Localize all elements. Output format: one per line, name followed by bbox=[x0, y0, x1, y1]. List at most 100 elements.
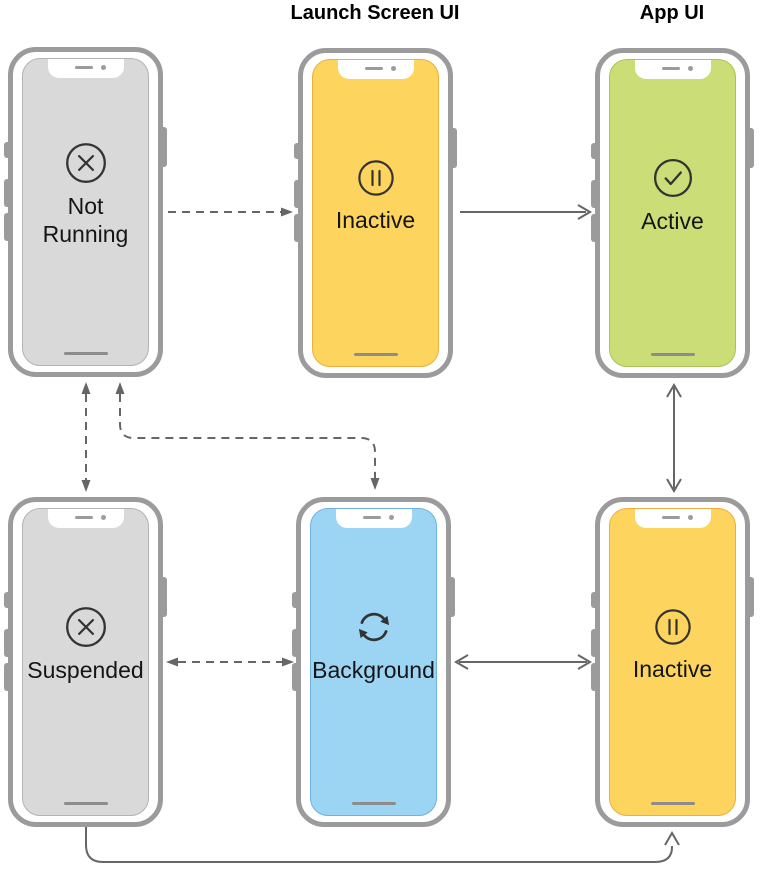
volume-down-button bbox=[294, 214, 299, 242]
phone-inactive-top: Inactive bbox=[294, 48, 457, 378]
phone-screen: Active bbox=[609, 59, 736, 367]
header-launch-screen-ui: Launch Screen UI bbox=[290, 2, 460, 24]
power-button bbox=[162, 127, 167, 167]
arrowhead bbox=[370, 478, 380, 490]
arrowhead bbox=[666, 478, 682, 493]
phone-screen: Suspended bbox=[22, 508, 149, 816]
cross-circle-icon bbox=[65, 142, 106, 183]
phone-suspended: Suspended bbox=[4, 497, 167, 827]
volume-up-button bbox=[292, 629, 297, 657]
phone-frame: Suspended bbox=[8, 497, 163, 827]
state-label: Active bbox=[641, 207, 704, 234]
phone-screen: Background bbox=[310, 508, 437, 816]
volume-down-button bbox=[591, 214, 596, 242]
home-indicator bbox=[63, 352, 108, 355]
mute-switch bbox=[591, 143, 596, 159]
home-indicator bbox=[63, 802, 108, 805]
speaker-slit bbox=[364, 67, 383, 70]
phone-frame: Active bbox=[595, 48, 750, 378]
speaker-slit bbox=[661, 516, 680, 519]
notch bbox=[335, 509, 412, 528]
phone-screen: Inactive bbox=[609, 508, 736, 816]
power-button bbox=[749, 128, 754, 168]
state-label: Not Running bbox=[42, 192, 129, 247]
home-indicator bbox=[650, 802, 695, 805]
volume-up-button bbox=[4, 629, 9, 657]
home-indicator bbox=[353, 353, 398, 356]
state-content: Not Running bbox=[23, 59, 148, 365]
arrow-not-running-background bbox=[119, 394, 376, 478]
power-button bbox=[162, 577, 167, 617]
mute-switch bbox=[292, 592, 297, 608]
camera-dot bbox=[687, 515, 693, 520]
state-content: Suspended bbox=[23, 509, 148, 815]
check-circle-icon bbox=[653, 158, 692, 197]
camera-dot bbox=[100, 65, 106, 70]
notch bbox=[47, 59, 124, 78]
volume-down-button bbox=[591, 663, 596, 691]
volume-down-button bbox=[4, 213, 9, 241]
header-app-ui: App UI bbox=[639, 2, 705, 24]
camera-dot bbox=[687, 66, 693, 71]
notch bbox=[634, 509, 711, 528]
home-indicator bbox=[351, 802, 396, 805]
speaker-slit bbox=[661, 67, 680, 70]
volume-down-button bbox=[292, 663, 297, 691]
arrowhead bbox=[454, 654, 469, 670]
phone-frame: Inactive bbox=[595, 497, 750, 827]
arrowhead bbox=[166, 657, 178, 667]
state-content: Active bbox=[610, 60, 735, 366]
phone-inactive-bottom: Inactive bbox=[591, 497, 754, 827]
arrowhead bbox=[666, 383, 682, 398]
state-content: Inactive bbox=[610, 509, 735, 815]
phone-background: Background bbox=[292, 497, 455, 827]
volume-down-button bbox=[4, 663, 9, 691]
arrowhead bbox=[81, 382, 91, 394]
speaker-slit bbox=[362, 516, 381, 519]
arrow-suspended-to-inactive bbox=[85, 826, 673, 863]
arrowhead bbox=[577, 204, 592, 220]
pause-circle-icon bbox=[654, 608, 691, 645]
phone-frame: Not Running bbox=[8, 47, 163, 377]
speaker-slit bbox=[74, 66, 93, 69]
phone-frame: Background bbox=[296, 497, 451, 827]
cross-circle-icon bbox=[65, 606, 106, 647]
mute-switch bbox=[4, 142, 9, 158]
camera-dot bbox=[100, 515, 106, 520]
pause-circle-icon bbox=[357, 159, 394, 196]
phone-screen: Not Running bbox=[22, 58, 149, 366]
state-label: Background bbox=[312, 656, 435, 683]
power-button bbox=[749, 577, 754, 617]
state-content: Background bbox=[311, 509, 436, 815]
state-label: Inactive bbox=[632, 655, 713, 682]
arrowhead bbox=[281, 207, 293, 217]
state-label: Suspended bbox=[27, 656, 144, 683]
mute-switch bbox=[294, 143, 299, 159]
phone-frame: Inactive bbox=[298, 48, 453, 378]
notch bbox=[337, 60, 414, 79]
power-button bbox=[450, 577, 455, 617]
mute-switch bbox=[4, 592, 9, 608]
home-indicator bbox=[650, 353, 695, 356]
speaker-slit bbox=[74, 516, 93, 519]
notch bbox=[634, 60, 711, 79]
volume-up-button bbox=[4, 179, 9, 207]
arrowhead bbox=[115, 382, 125, 394]
notch bbox=[47, 509, 124, 528]
state-content: Inactive bbox=[313, 60, 438, 366]
phone-not-running: Not Running bbox=[4, 47, 167, 377]
volume-up-button bbox=[591, 629, 596, 657]
sync-icon bbox=[358, 612, 389, 641]
phone-screen: Inactive bbox=[312, 59, 439, 367]
camera-dot bbox=[388, 515, 394, 520]
mute-switch bbox=[591, 592, 596, 608]
volume-up-button bbox=[591, 180, 596, 208]
phone-active: Active bbox=[591, 48, 754, 378]
power-button bbox=[452, 128, 457, 168]
volume-up-button bbox=[294, 180, 299, 208]
state-label: Inactive bbox=[335, 206, 416, 233]
camera-dot bbox=[390, 66, 396, 71]
arrowhead bbox=[282, 657, 294, 667]
